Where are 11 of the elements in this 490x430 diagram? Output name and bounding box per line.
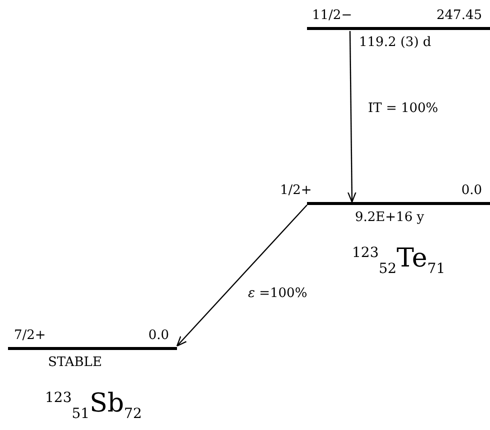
spin-parity-label: 1/2+ <box>280 183 312 199</box>
level-half-life: STABLE <box>48 355 102 371</box>
level-energy-label: 0.0 <box>461 183 482 199</box>
level-half-life: 9.2E+16 y <box>355 210 424 226</box>
spin-parity-label: 11/2− <box>312 8 352 24</box>
level-energy-label: 0.0 <box>148 328 169 344</box>
spin-parity-label: 7/2+ <box>14 328 46 344</box>
level-energy-label: 247.45 <box>436 8 482 24</box>
transition-arrow <box>176 204 308 347</box>
transition-arrow <box>347 31 356 203</box>
level-half-life: 119.2 (3) d <box>359 35 432 51</box>
